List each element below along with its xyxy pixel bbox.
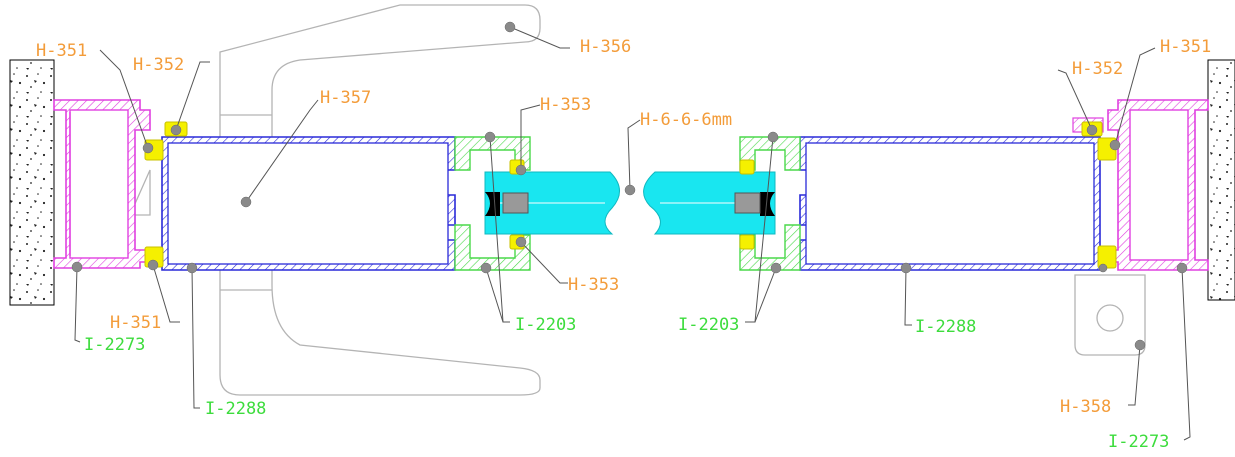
left-wall	[9, 59, 55, 306]
label-i2203-right: I-2203	[678, 315, 739, 335]
yellow-gaskets	[144, 121, 1117, 269]
label-i2273-right: I-2273	[1108, 432, 1169, 452]
label-h357: H-357	[320, 88, 371, 108]
left-sash-profile	[161, 136, 456, 271]
label-glass-spec: H-6-6-6mm	[640, 110, 732, 130]
glass-pane	[484, 171, 776, 235]
right-sash-profile	[799, 136, 1101, 271]
label-h352-top-left: H-352	[133, 55, 184, 75]
label-h352-top-right: H-352	[1072, 59, 1123, 79]
right-wall	[1207, 59, 1235, 301]
label-i2288-right: I-2288	[915, 317, 976, 337]
label-h351-top-left: H-351	[36, 41, 87, 61]
label-h356: H-356	[580, 37, 631, 57]
label-h358: H-358	[1060, 397, 1111, 417]
label-i2203-left: I-2203	[515, 315, 576, 335]
label-i2273-left: I-2273	[84, 335, 145, 355]
left-frame-profile	[53, 99, 151, 269]
leader-dots	[71, 21, 1188, 351]
leader-lines	[74, 26, 1191, 441]
label-h351-bottom-left: H-351	[110, 313, 161, 333]
label-h351-top-right: H-351	[1160, 37, 1211, 57]
label-h353-top: H-353	[540, 95, 591, 115]
spacer-gaskets	[485, 192, 775, 216]
hinge-plate	[1074, 274, 1146, 356]
label-i2288-left: I-2288	[205, 399, 266, 419]
label-h353-bottom: H-353	[568, 275, 619, 295]
part-labels: H-351 H-352 H-356 H-357 H-353 H-6-6-6mm …	[36, 37, 1211, 452]
